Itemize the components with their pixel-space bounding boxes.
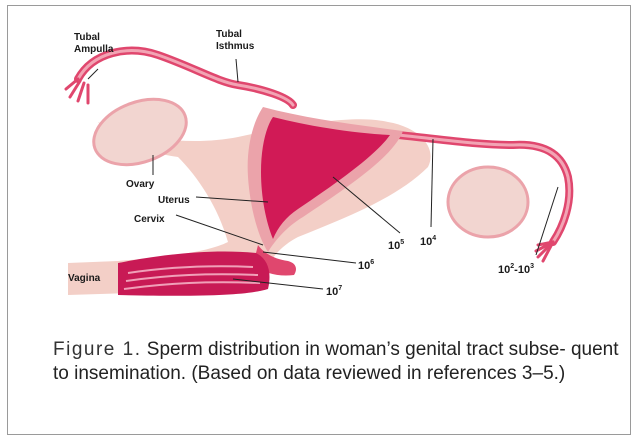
- figure-label: Figure 1.: [53, 339, 141, 360]
- reproductive-tract-illustration: Tubal Ampulla Tubal Isthmus Ovary Uterus…: [58, 27, 611, 300]
- left-fallopian-tube: [78, 51, 293, 105]
- right-fimbriae: [536, 242, 553, 261]
- label-tubal-ampulla-line2: Ampulla: [74, 44, 114, 55]
- right-ovary: [448, 167, 528, 237]
- figure-caption: Figure 1. Sperm distribution in woman’s …: [53, 338, 628, 386]
- figure-frame: Tubal Ampulla Tubal Isthmus Ovary Uterus…: [7, 5, 631, 435]
- label-cervix: Cervix: [134, 214, 165, 225]
- label-tubal-ampulla-line1: Tubal: [74, 32, 100, 43]
- count-uterus: 105: [388, 239, 404, 252]
- label-uterus: Uterus: [158, 195, 190, 206]
- vagina: [118, 251, 270, 295]
- label-ovary: Ovary: [126, 179, 155, 190]
- count-isthmus: 104: [420, 235, 436, 248]
- label-tubal-isthmus-line1: Tubal: [216, 29, 242, 40]
- label-vagina: Vagina: [68, 273, 101, 284]
- count-ampulla: 102-103: [498, 263, 534, 276]
- left-ovary: [85, 87, 196, 176]
- left-fallopian-tube-inner: [78, 51, 293, 105]
- label-tubal-isthmus-line2: Isthmus: [216, 41, 255, 52]
- count-vagina: 107: [326, 285, 342, 298]
- count-cervix: 106: [358, 259, 374, 272]
